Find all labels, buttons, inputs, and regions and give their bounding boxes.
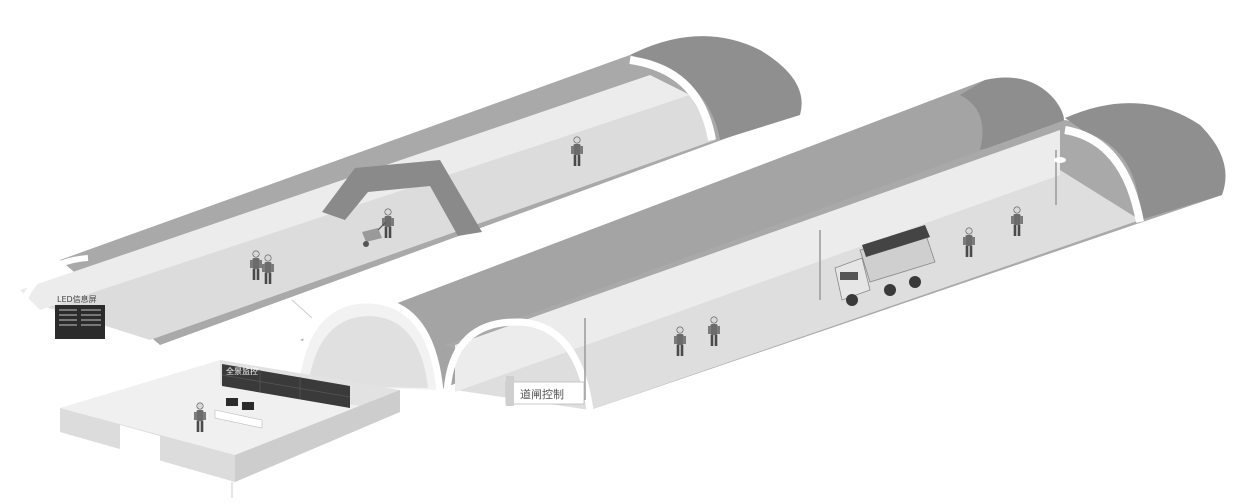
tunnel-upper-floor (40, 95, 715, 340)
tunnel-upper-vault (630, 36, 802, 140)
tunnel-middle (291, 77, 1064, 393)
tunnel-upper-rim (15, 255, 89, 321)
wheelbarrow-icon (362, 221, 387, 247)
monitor-room: 全景监控 (60, 360, 400, 498)
cross-passage-arch (322, 160, 482, 236)
dump-truck-icon (834, 225, 936, 306)
tunnel-right-wall (455, 130, 1060, 392)
gate-control-label: 道闸控制 (520, 387, 564, 401)
monitor-screen-icon (242, 402, 254, 410)
led-board: LED信息屏 (55, 294, 105, 339)
tunnel-upper: LED信息屏 (15, 36, 802, 345)
tunnel-right-vault (1065, 103, 1226, 220)
tunnel-right: 道闸控制 (443, 103, 1226, 411)
gate-control-sign: 道闸控制 (505, 376, 585, 406)
led-board-label: LED信息屏 (57, 294, 97, 304)
monitor-room-label: 全景监控 (226, 366, 258, 376)
monitor-screen-icon (226, 398, 238, 406)
tunnel-middle-roof (300, 80, 1060, 390)
monitor-room-side-wall (235, 390, 400, 482)
